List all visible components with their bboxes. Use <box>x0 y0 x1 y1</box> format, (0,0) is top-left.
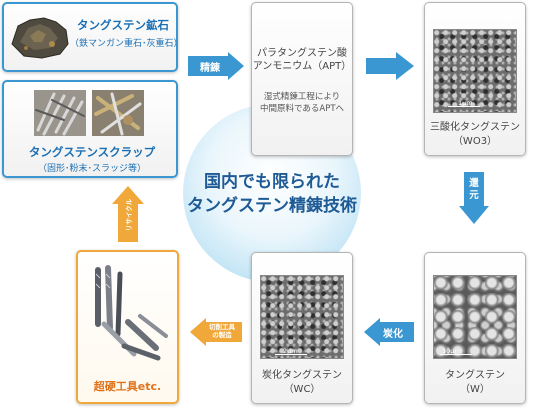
w-subtitle: （W） <box>460 384 490 395</box>
reduction-label-2: 元 <box>469 190 479 201</box>
wo3-scale-bar <box>448 106 480 107</box>
w-title: タングステン <box>445 370 505 381</box>
reduction-label: 還 元 <box>464 178 484 202</box>
refining-arrow <box>188 52 244 80</box>
wc-box: 2μm 炭化タングステン （WC） <box>251 252 353 404</box>
apt-description-line-1: 湿式精錬工程により <box>263 92 341 102</box>
wo3-title: 三酸化タングステン <box>430 122 520 133</box>
recycle-label: リサイクル <box>125 198 133 232</box>
tool-manufacturing-arrow <box>190 318 242 346</box>
carbide-box: 超硬工具etc. <box>76 250 179 404</box>
apt-to-wo3-arrow <box>366 52 414 80</box>
reduction-label-1: 還 <box>469 178 479 189</box>
recycle-arrow <box>112 186 144 242</box>
wc-scale-label: 2μm <box>283 347 298 355</box>
tool-manufacturing-label: 切削工具 の製造 <box>204 323 240 339</box>
apt-title: パラタングステン酸 アンモニウム（APT） <box>252 47 352 73</box>
wo3-subtitle: （WO3） <box>452 136 498 147</box>
wc-scale-bar <box>275 354 307 355</box>
ore-photo <box>11 17 69 59</box>
scrap-title: タングステンスクラップ <box>28 145 156 159</box>
apt-title-line-1: パラタングステン酸 <box>257 48 347 59</box>
center-line-2: タングステン精錬技術 <box>187 196 357 216</box>
apt-description-line-2: 中間原料であるAPTへ <box>259 104 345 114</box>
carburizing-arrow <box>364 318 414 346</box>
wo3-scale-label: 1μm <box>458 99 473 107</box>
wo3-micrograph: 1μm <box>433 29 517 113</box>
w-micrograph: 10μm <box>433 275 517 359</box>
scrap-box: タングステンスクラップ （固形･粉末･スラッジ等） <box>2 80 178 178</box>
reduction-arrow <box>459 172 489 224</box>
ore-box: タングステン鉱石 （鉄マンガン重石･灰重石） <box>2 2 183 72</box>
wc-subtitle: （WC） <box>283 384 321 395</box>
carbide-tools-photo <box>95 265 168 361</box>
w-scale-label: 10μm <box>442 347 461 355</box>
scrap-photo-2 <box>92 90 144 136</box>
carburizing-label: 炭化 <box>383 329 403 340</box>
w-box: 10μm タングステン （W） <box>424 252 526 404</box>
ore-title: タングステン鉱石 <box>77 18 169 32</box>
wc-micrograph: 2μm <box>260 275 344 359</box>
scrap-photo-1 <box>34 90 86 136</box>
tool-manufacturing-label-1: 切削工具 <box>209 323 235 331</box>
tool-manufacturing-label-2: の製造 <box>212 331 232 339</box>
center-caption: 国内でも限られた タングステン精錬技術 <box>162 170 382 218</box>
scrap-subtitle: （固形･粉末･スラッジ等） <box>37 164 146 174</box>
carbide-title: 超硬工具etc. <box>93 380 162 393</box>
wc-title: 炭化タングステン <box>262 370 342 381</box>
apt-title-line-2: アンモニウム（APT） <box>252 61 352 72</box>
ore-subtitle: （鉄マンガン重石･灰重石） <box>70 39 183 49</box>
wo3-box: 1μm 三酸化タングステン （WO3） <box>424 2 526 156</box>
refining-label: 精錬 <box>200 63 220 74</box>
center-line-1: 国内でも限られた <box>204 172 340 192</box>
w-scale-bar <box>440 354 472 355</box>
apt-description: 湿式精錬工程により 中間原料であるAPTへ <box>252 91 352 115</box>
apt-box: パラタングステン酸 アンモニウム（APT） 湿式精錬工程により 中間原料であるA… <box>251 2 353 156</box>
